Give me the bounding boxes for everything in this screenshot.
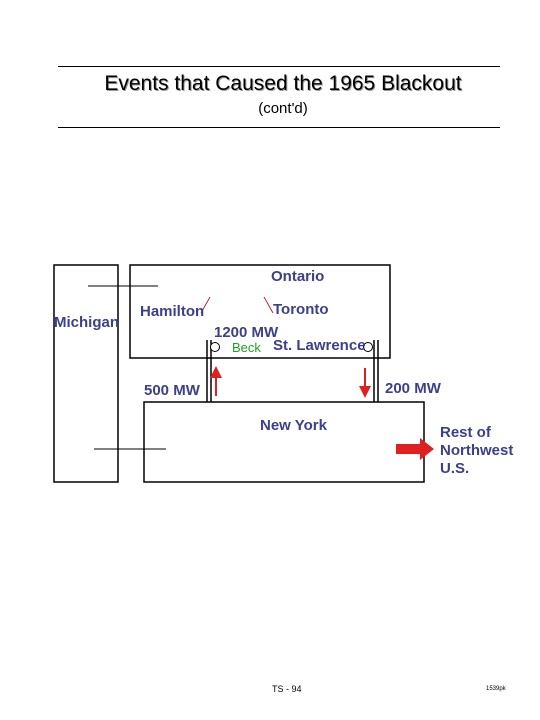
st-lawrence-label: St. Lawrence [273,337,366,354]
beck-breaker [210,342,220,352]
hamilton-tick [200,296,211,314]
new-york-region [143,401,425,483]
st-lawrence-tie-flow-label: 200 MW [385,380,442,397]
top-rule [58,66,500,67]
ontario-load-label: 1200 MW [214,324,279,341]
bottom-rule [58,127,500,128]
rest-of-northwest-line-1: Rest of [440,424,492,441]
st-lawrence-breaker [363,342,373,352]
toronto-tick [263,296,274,314]
page-number: TS - 94 [272,684,302,694]
rest-of-northwest-line-2: Northwest [440,442,513,459]
toronto-label: Toronto [273,301,329,318]
hamilton-label: Hamilton [140,303,204,320]
page-subtitle: (cont'd) [258,100,308,117]
slide-code: 1539pk [486,686,506,692]
beck-tie-flow-label: 500 MW [144,382,201,399]
ontario-region [129,264,391,359]
page-title: Events that Caused the 1965 Blackout [104,72,462,95]
ontario-label: Ontario [271,268,324,285]
beck-label: Beck [232,340,261,355]
rest-of-northwest-line-3: U.S. [440,460,469,477]
michigan-label: Michigan [54,314,119,331]
michigan-region [53,264,119,483]
new-york-label: New York [260,417,328,434]
export-arrow [396,438,434,460]
